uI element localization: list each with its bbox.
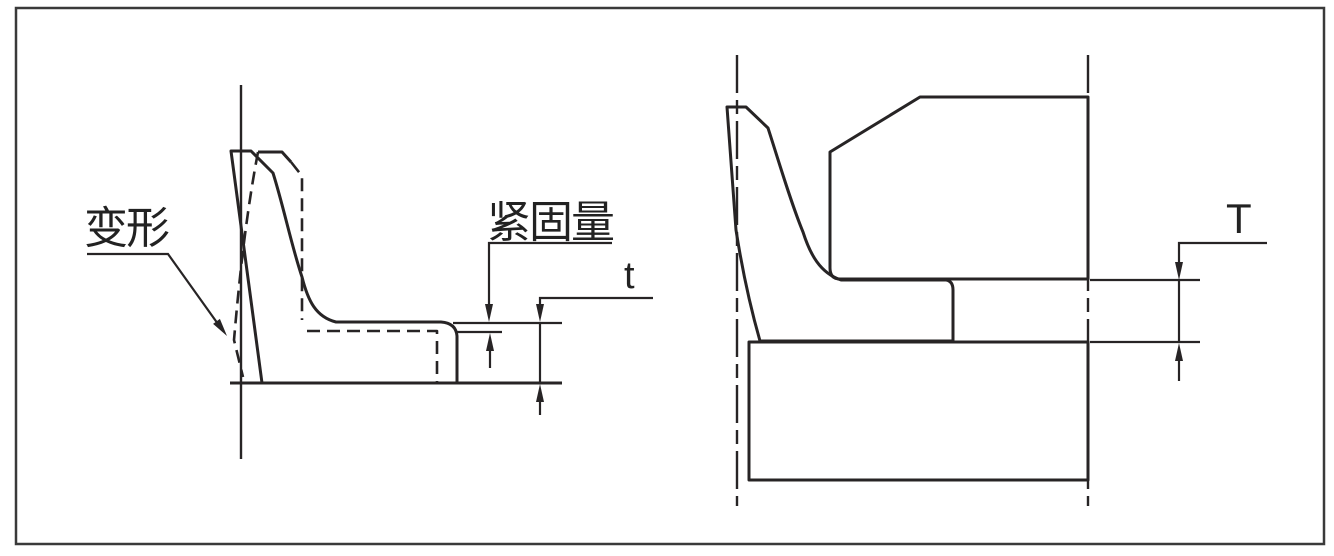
- left-diagram: 紧固量 t 变形: [84, 85, 653, 459]
- T-leader-line: [1177, 241, 1267, 262]
- tightening-arrow-up-icon: [486, 333, 494, 351]
- T-dim-label: T: [1226, 195, 1252, 242]
- T-arrow-up-icon: [1175, 343, 1183, 361]
- figure-border: [14, 6, 1326, 546]
- upper-gland-block: [828, 95, 1090, 281]
- deformation-leader-line: [87, 252, 224, 332]
- t-dim-label: t: [624, 255, 635, 297]
- tightening-arrow-down-icon: [485, 304, 493, 322]
- lower-housing-plate: [747, 340, 1090, 482]
- T-arrow-down-icon: [1175, 262, 1183, 280]
- t-leader-line: [538, 296, 653, 307]
- seal-original-top-edge: [258, 150, 293, 164]
- tightening-label: 紧固量: [487, 198, 614, 247]
- t-arrow-up-icon: [536, 384, 544, 402]
- seal-original-right-edge: [289, 161, 304, 320]
- t-arrow-down-icon: [536, 304, 544, 322]
- deformation-arrow-icon: [213, 318, 227, 336]
- seal-original-lip-outline: [307, 329, 439, 383]
- seal-deformed-shape: [229, 149, 459, 385]
- deformation-label: 变形: [84, 204, 169, 253]
- tightening-leader-line: [487, 241, 612, 308]
- seal-original-left-edge: [232, 151, 260, 378]
- seal-compressed-shape: [725, 105, 955, 343]
- right-diagram: T: [725, 55, 1267, 506]
